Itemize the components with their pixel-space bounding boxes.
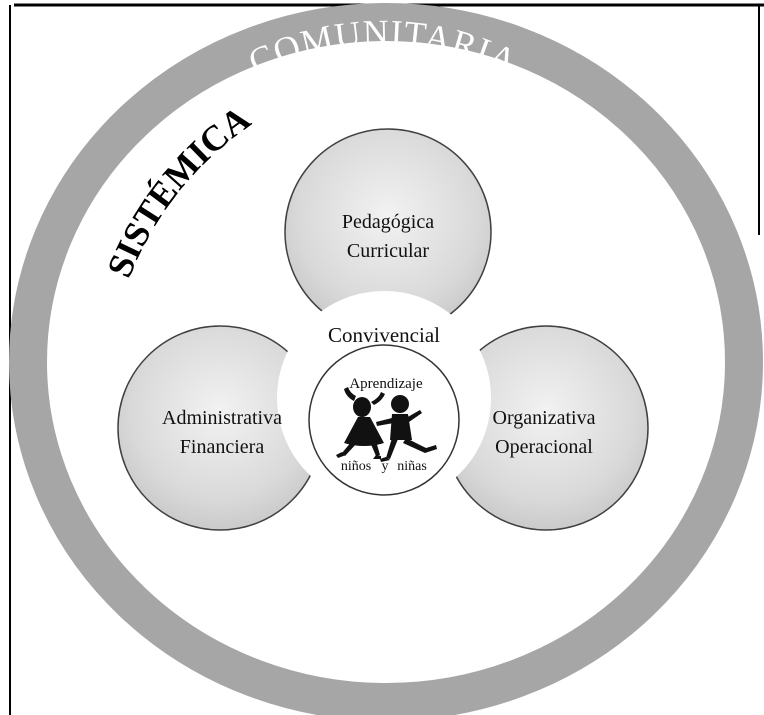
operacional-label: Operacional xyxy=(495,436,593,458)
aprendizaje-label: Aprendizaje xyxy=(349,376,423,392)
outer-ring xyxy=(9,3,763,715)
convivencial-label: Convivencial xyxy=(328,323,440,347)
pedagogica-label: Pedagógica xyxy=(342,211,434,233)
ninas-label: niñas xyxy=(397,459,427,474)
administrativa-label: Administrativa xyxy=(162,407,282,429)
children-silhouette-icon xyxy=(336,387,437,462)
ninos-label: niños xyxy=(341,459,371,474)
curricular-label: Curricular xyxy=(347,240,430,262)
financiera-label: Financiera xyxy=(180,436,265,458)
organizativa-label: Organizativa xyxy=(493,407,596,429)
y-label: y xyxy=(382,459,389,474)
